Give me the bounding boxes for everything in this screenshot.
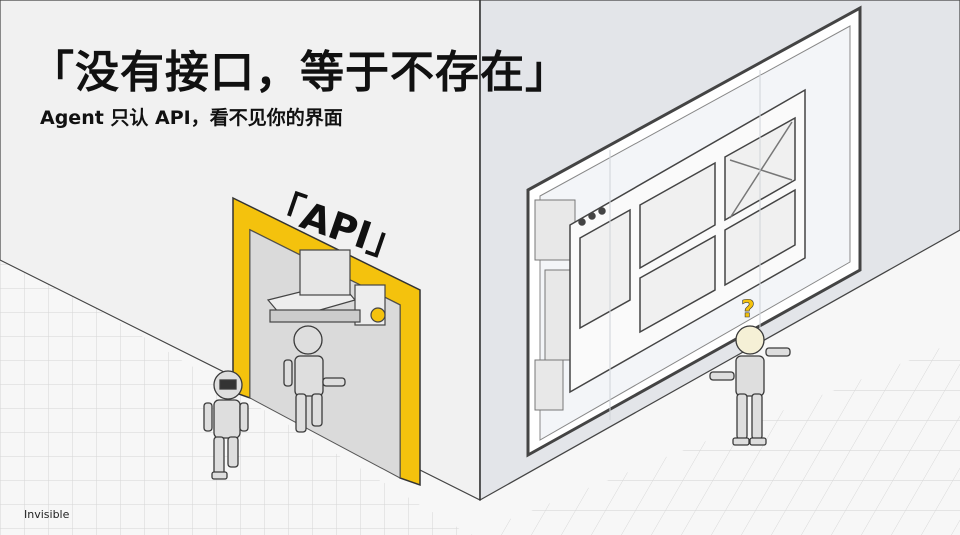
conveyor-icon (266, 249, 386, 326)
robot-icon (283, 325, 346, 433)
window (526, 5, 862, 458)
headline: 「没有接口，等于不存在」 (30, 47, 570, 98)
robot-icon (709, 325, 791, 446)
brand-label: Invisible (24, 508, 70, 521)
subheadline: Agent 只认 API，看不见你的界面 (40, 107, 343, 129)
robot-icon (203, 370, 249, 480)
api-door (232, 196, 421, 487)
question-icon: ? (741, 295, 755, 323)
